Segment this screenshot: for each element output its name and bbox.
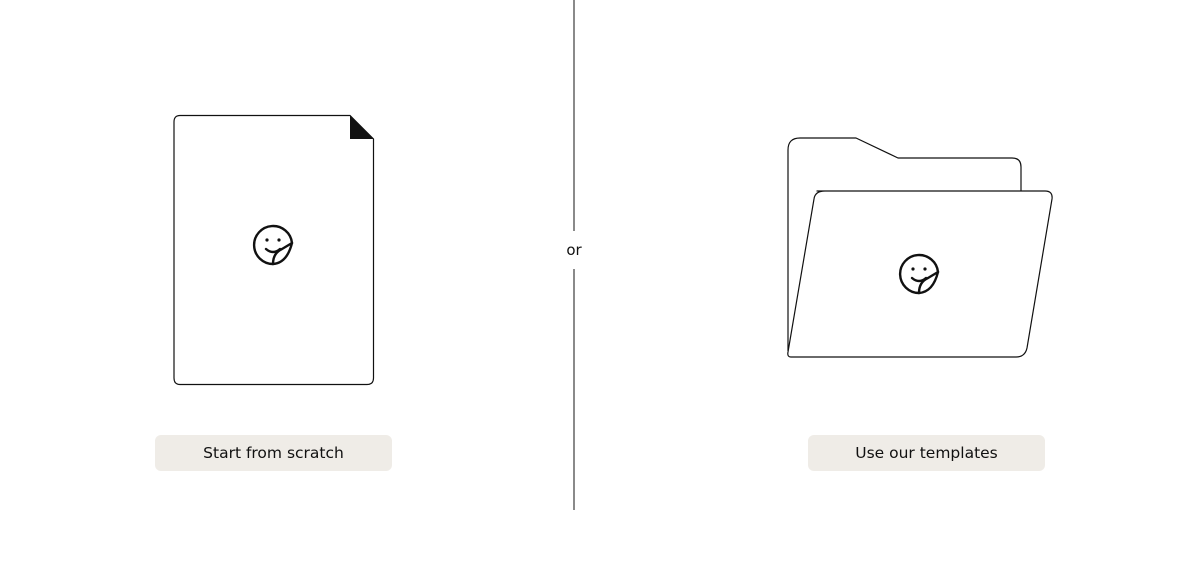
open-folder-icon[interactable] xyxy=(785,136,1057,362)
start-from-scratch-option[interactable]: Start from scratch xyxy=(0,0,573,578)
smiley-sticker-icon xyxy=(898,253,940,295)
use-templates-option[interactable]: Use our templates xyxy=(575,0,1180,578)
vertical-divider-top xyxy=(573,0,575,231)
start-from-scratch-button[interactable]: Start from scratch xyxy=(155,435,392,471)
blank-document-icon[interactable] xyxy=(172,113,376,388)
or-separator-label: or xyxy=(566,241,582,259)
smiley-sticker-icon xyxy=(252,224,294,266)
use-our-templates-button[interactable]: Use our templates xyxy=(808,435,1045,471)
vertical-divider-bottom xyxy=(573,269,575,510)
